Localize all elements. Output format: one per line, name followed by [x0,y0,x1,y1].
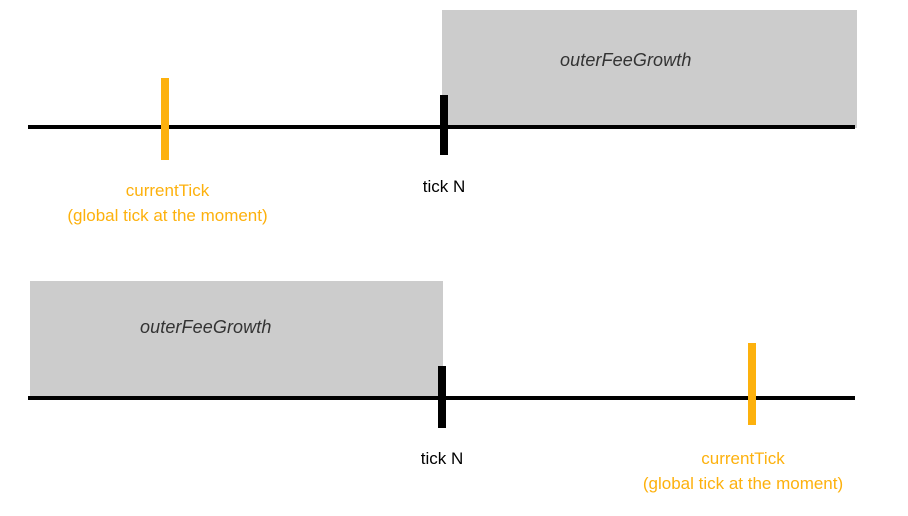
tick-n-label: tick N [420,449,464,468]
fee-growth-region-label: outerFeeGrowth [140,317,272,337]
current-tick-label-group: currentTick (global tick at the moment) [578,446,908,496]
tick-n-marker [440,95,448,155]
current-tick-sublabel: (global tick at the moment) [67,206,268,225]
tick-n-marker [438,366,446,428]
current-tick-label-group: currentTick (global tick at the moment) [0,178,340,228]
current-tick-sublabel: (global tick at the moment) [642,474,844,493]
current-tick-label: currentTick [125,181,210,200]
current-tick-label: currentTick [701,449,785,468]
fee-growth-region [442,10,857,128]
current-tick-marker [161,78,169,160]
tick-n-label: tick N [422,177,466,196]
diagram-panel-current-tick-above: outerFeeGrowth tick N currentTick (globa… [0,258,908,516]
fee-growth-region-label: outerFeeGrowth [560,50,692,70]
fee-growth-region [30,281,443,398]
diagram-panel-current-tick-below: outerFeeGrowth currentTick (global tick … [0,10,857,228]
current-tick-marker [748,343,756,425]
